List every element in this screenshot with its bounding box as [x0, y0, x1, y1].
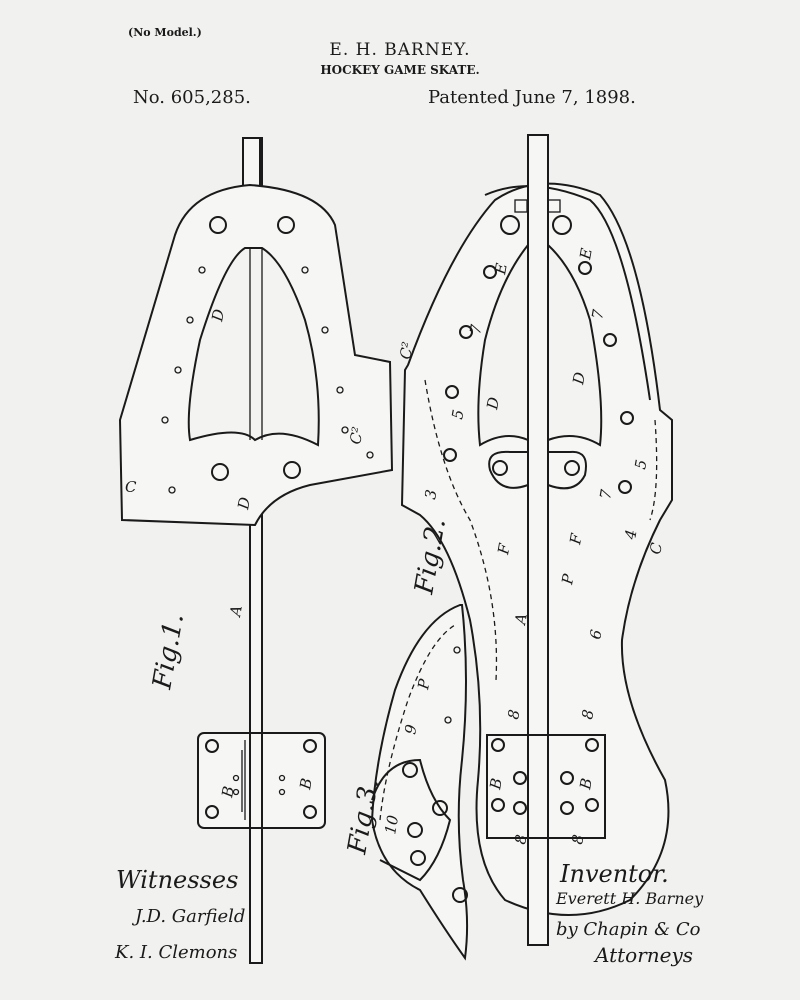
- fig1-label: Fig.1.: [147, 611, 190, 692]
- label-d: D: [208, 308, 228, 324]
- label-5: 5: [448, 408, 467, 421]
- inventor-label: Inventor.: [559, 860, 669, 888]
- fig3-toe-piece: [370, 604, 469, 961]
- label-7: 7: [588, 308, 607, 321]
- witnesses-label: Witnesses: [116, 866, 238, 894]
- patent-title: HOCKEY GAME SKATE.: [320, 63, 480, 77]
- label-e: E: [491, 262, 511, 277]
- label-8: 8: [504, 708, 523, 721]
- patent-number: No. 605,285.: [133, 87, 251, 108]
- label-c: C: [125, 478, 137, 496]
- inventor-signature: Everett H. Barney: [555, 889, 704, 908]
- label-c2: C²: [346, 425, 367, 445]
- label-d: D: [483, 396, 503, 412]
- label-8: 8: [511, 833, 530, 846]
- inventor-heading: E. H. BARNEY.: [329, 40, 471, 60]
- label-10: 10: [381, 813, 402, 835]
- label-3: 3: [421, 488, 440, 501]
- label-e: E: [576, 247, 596, 262]
- label-b: B: [218, 785, 238, 800]
- fig1-runner-tip: [242, 137, 261, 191]
- label-b: B: [486, 777, 506, 792]
- label-6: 6: [586, 628, 605, 641]
- label-4: 4: [621, 528, 641, 542]
- label-9: 9: [401, 723, 420, 736]
- fig1-plate-opening: [187, 247, 320, 447]
- patent-date: Patented June 7, 1898.: [428, 87, 636, 108]
- figure-1: Fig.1. D D C C² A B B: [118, 137, 394, 964]
- attorneys-label: Attorneys: [593, 943, 693, 967]
- label-c: C: [646, 541, 666, 556]
- label-7: 7: [596, 488, 615, 501]
- label-p: P: [558, 572, 578, 587]
- label-b: B: [576, 777, 596, 792]
- label-p: P: [414, 677, 434, 692]
- witness-1-signature: J.D. Garfield: [131, 906, 245, 927]
- fig2-screws: [443, 261, 634, 494]
- label-d: D: [569, 371, 589, 387]
- label-d: D: [234, 496, 254, 512]
- label-7: 7: [466, 323, 485, 336]
- figure-3: Fig.3. P 9 10: [342, 604, 469, 961]
- label-a: A: [226, 604, 246, 620]
- label-a: A: [511, 612, 531, 628]
- attorney-signature: by Chapin & Co: [556, 919, 701, 940]
- label-5: 5: [631, 458, 650, 471]
- label-b: B: [296, 777, 316, 792]
- fig1-rivet-holes: [161, 216, 374, 494]
- label-8: 8: [568, 833, 587, 846]
- label-8: 8: [578, 708, 597, 721]
- label-f: F: [566, 532, 586, 547]
- label-f: F: [494, 542, 514, 557]
- no-model-note: (No Model.): [128, 26, 202, 39]
- signatures: Witnesses J.D. Garfield K. I. Clemons In…: [114, 860, 704, 967]
- label-c2: C²: [396, 340, 417, 360]
- fig2-plate-opening: [477, 242, 603, 447]
- witness-2-signature: K. I. Clemons: [114, 942, 237, 963]
- fig2-label: Fig.2.: [409, 516, 452, 597]
